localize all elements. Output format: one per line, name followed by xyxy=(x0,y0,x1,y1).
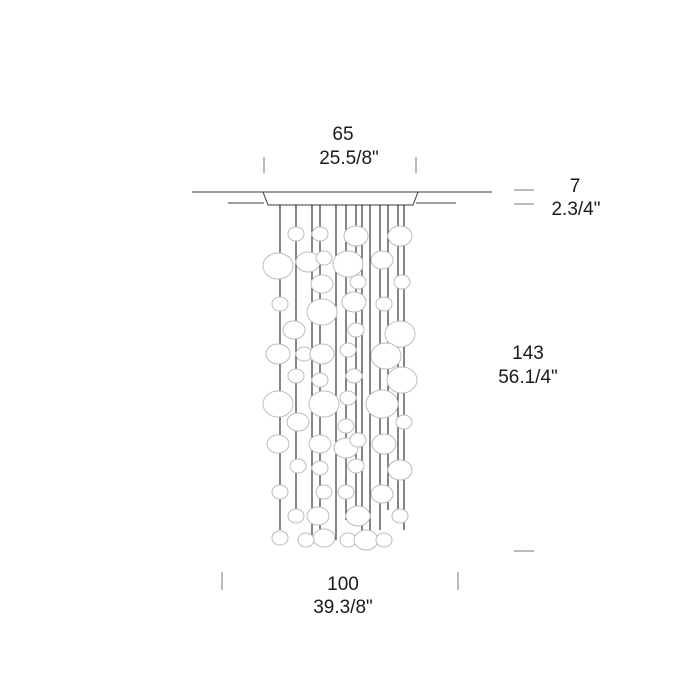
glass-sphere-11 xyxy=(310,274,334,294)
glass-sphere-32 xyxy=(365,389,399,419)
glass-sphere-14 xyxy=(306,298,338,326)
glass-sphere-17 xyxy=(282,320,306,340)
glass-sphere-41 xyxy=(289,458,307,474)
glass-sphere-47 xyxy=(337,484,355,500)
glass-sphere-16 xyxy=(375,296,393,312)
glass-sphere-10 xyxy=(393,274,411,290)
overall-width-metric: 100 xyxy=(327,574,359,595)
glass-sphere-56 xyxy=(353,529,379,551)
glass-sphere-43 xyxy=(311,460,329,476)
canopy-trapezoid xyxy=(262,191,419,206)
glass-sphere-7 xyxy=(315,250,333,266)
glass-sphere-28 xyxy=(311,372,329,388)
glass-sphere-23 xyxy=(339,342,357,358)
glass-sphere-9 xyxy=(370,250,394,270)
drop-height-metric: 143 xyxy=(512,343,544,364)
drop-height-imperial: 56.1/4" xyxy=(498,367,558,388)
glass-sphere-2 xyxy=(311,226,329,242)
glass-sphere-44 xyxy=(387,459,413,481)
glass-sphere-42 xyxy=(347,458,365,474)
overall-width-imperial: 39.3/8" xyxy=(313,597,373,618)
glass-sphere-40 xyxy=(349,432,367,448)
glass-sphere-29 xyxy=(262,390,294,418)
canopy-height-metric: 7 xyxy=(570,176,581,197)
glass-sphere-18 xyxy=(347,322,365,338)
glass-sphere-35 xyxy=(395,414,413,430)
glass-sphere-51 xyxy=(345,505,371,527)
glass-sphere-5 xyxy=(262,252,294,280)
canopy-width-imperial: 25.5/8" xyxy=(319,148,379,169)
glass-sphere-19 xyxy=(384,320,416,348)
glass-sphere-20 xyxy=(265,343,291,365)
glass-sphere-30 xyxy=(308,390,340,418)
glass-sphere-1 xyxy=(287,226,305,242)
glass-sphere-36 xyxy=(266,434,290,454)
glass-sphere-50 xyxy=(306,506,330,526)
canopy-height-imperial: 2.3/4" xyxy=(551,199,600,220)
glass-sphere-22 xyxy=(309,343,335,365)
glass-sphere-24 xyxy=(370,342,402,370)
glass-sphere-39 xyxy=(371,433,397,455)
glass-sphere-25 xyxy=(287,368,305,384)
dimension-ticks xyxy=(221,157,534,590)
glass-sphere-37 xyxy=(308,434,332,454)
canopy-width-metric: 65 xyxy=(332,124,353,145)
glass-sphere-13 xyxy=(271,296,289,312)
glass-sphere-31 xyxy=(339,390,357,406)
glass-sphere-3 xyxy=(343,225,369,247)
glass-sphere-57 xyxy=(375,532,393,548)
glass-sphere-34 xyxy=(337,418,355,434)
glass-sphere-49 xyxy=(287,508,305,524)
glass-sphere-54 xyxy=(312,528,336,548)
glass-sphere-27 xyxy=(386,366,418,394)
glass-sphere-4 xyxy=(387,225,413,247)
glass-sphere-58 xyxy=(297,532,315,548)
glass-sphere-46 xyxy=(315,484,333,500)
glass-sphere-15 xyxy=(341,291,367,313)
glass-sphere-8 xyxy=(332,250,364,278)
glass-sphere-53 xyxy=(271,530,289,546)
glass-sphere-33 xyxy=(286,412,310,432)
canopy xyxy=(192,191,492,206)
glass-sphere-26 xyxy=(345,368,363,384)
glass-sphere-52 xyxy=(391,508,409,524)
glass-spheres xyxy=(262,225,418,551)
glass-sphere-12 xyxy=(349,274,367,290)
glass-sphere-45 xyxy=(271,484,289,500)
glass-sphere-48 xyxy=(370,484,394,504)
